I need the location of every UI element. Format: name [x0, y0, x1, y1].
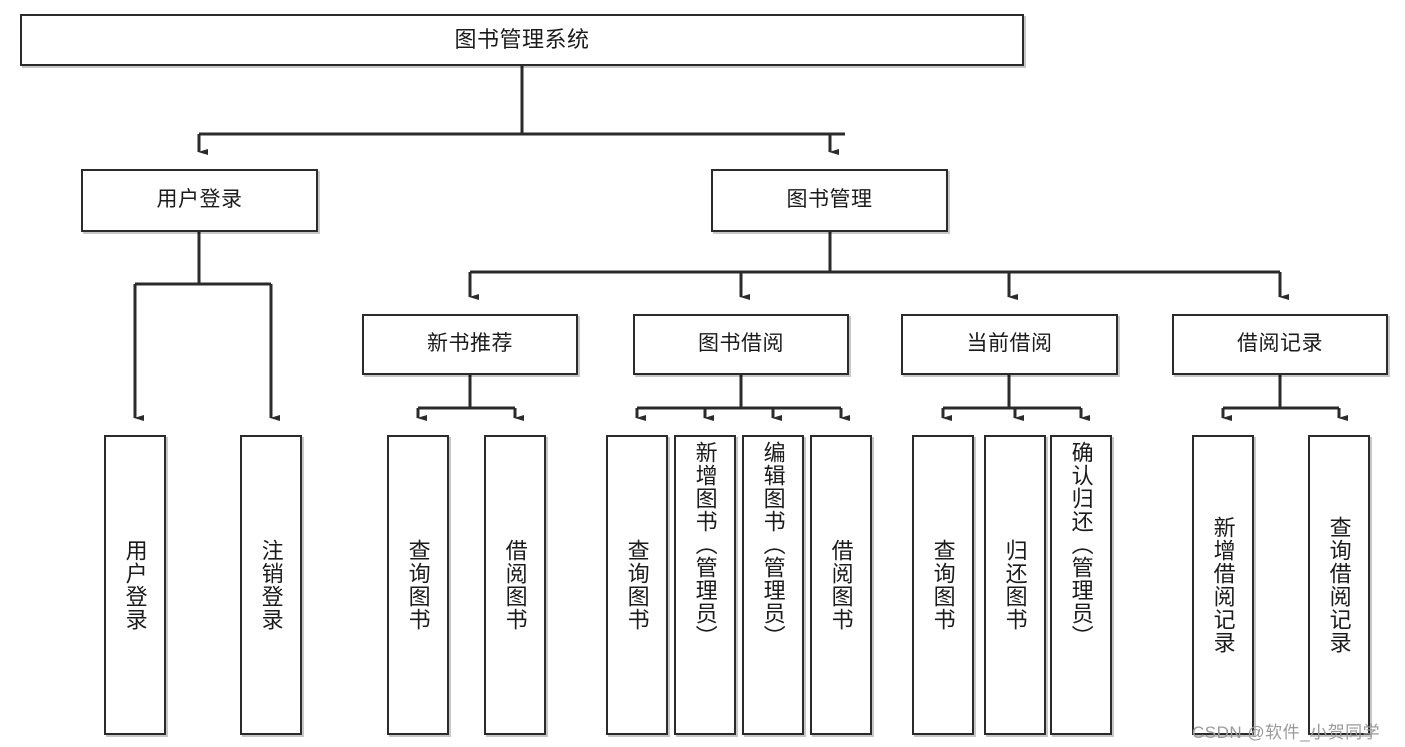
- leaf-query-book-1[interactable]: 查询图书: [387, 435, 449, 735]
- leaf-add-book[interactable]: 新增图书（管理员）: [674, 435, 736, 735]
- leaf-confirm-return-label: 确认归还（管理员）: [1068, 441, 1094, 648]
- leaf-borrow-book-1-label: 借阅图书: [502, 539, 528, 631]
- leaf-query-book-1-label: 查询图书: [405, 539, 431, 631]
- leaf-user-logout-label: 注销登录: [258, 539, 284, 631]
- leaf-query-book-3[interactable]: 查询图书: [912, 435, 974, 735]
- node-borrow-record[interactable]: 借阅记录: [1172, 314, 1388, 375]
- node-user-login-label: 用户登录: [156, 188, 243, 212]
- leaf-borrow-book-1[interactable]: 借阅图书: [484, 435, 546, 735]
- node-borrow-record-label: 借阅记录: [1237, 332, 1323, 356]
- leaf-return-book-label: 归还图书: [1002, 539, 1028, 631]
- leaf-user-logout[interactable]: 注销登录: [240, 435, 302, 735]
- node-new-book-recommend[interactable]: 新书推荐: [362, 314, 578, 375]
- leaf-edit-book[interactable]: 编辑图书（管理员）: [742, 435, 804, 735]
- node-current-borrow[interactable]: 当前借阅: [901, 314, 1118, 375]
- leaf-query-book-2[interactable]: 查询图书: [606, 435, 668, 735]
- leaf-borrow-book-2-label: 借阅图书: [828, 539, 854, 631]
- leaf-user-login[interactable]: 用户登录: [104, 435, 166, 735]
- leaf-add-record-label: 新增借阅记录: [1210, 516, 1236, 654]
- leaf-confirm-return[interactable]: 确认归还（管理员）: [1050, 435, 1112, 735]
- leaf-query-record[interactable]: 查询借阅记录: [1308, 435, 1370, 735]
- node-book-manage-label: 图书管理: [786, 188, 873, 212]
- leaf-query-book-3-label: 查询图书: [930, 539, 956, 631]
- node-new-book-recommend-label: 新书推荐: [427, 332, 513, 356]
- leaf-add-book-label: 新增图书（管理员）: [692, 441, 718, 648]
- leaf-borrow-book-2[interactable]: 借阅图书: [810, 435, 872, 735]
- node-current-borrow-label: 当前借阅: [966, 332, 1053, 356]
- node-root[interactable]: 图书管理系统: [20, 14, 1024, 66]
- node-book-borrow[interactable]: 图书借阅: [633, 314, 849, 375]
- leaf-user-login-label: 用户登录: [122, 539, 148, 631]
- leaf-add-record[interactable]: 新增借阅记录: [1192, 435, 1254, 735]
- node-book-borrow-label: 图书借阅: [698, 332, 784, 356]
- leaf-edit-book-label: 编辑图书（管理员）: [760, 441, 786, 648]
- leaf-query-book-2-label: 查询图书: [624, 539, 650, 631]
- node-root-label: 图书管理系统: [454, 27, 590, 53]
- csdn-watermark: CSDN @软件_小贺同学: [1192, 723, 1381, 742]
- leaf-query-record-label: 查询借阅记录: [1326, 516, 1352, 654]
- leaf-return-book[interactable]: 归还图书: [984, 435, 1046, 735]
- node-book-manage[interactable]: 图书管理: [711, 169, 948, 232]
- node-user-login[interactable]: 用户登录: [81, 169, 318, 232]
